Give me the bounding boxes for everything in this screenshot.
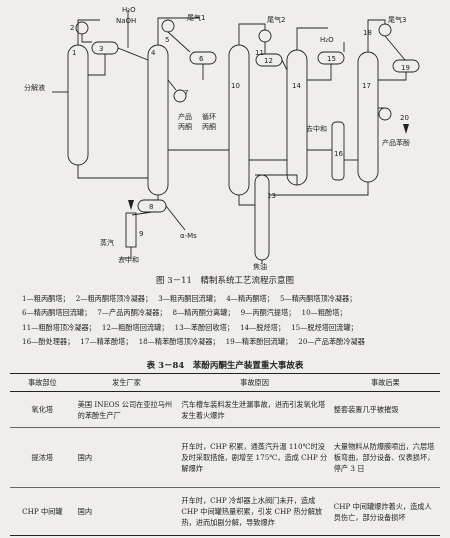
label-5: 5 xyxy=(165,36,169,44)
stripper-9 xyxy=(125,212,137,248)
cell-location: 氧化塔 xyxy=(31,405,54,414)
label-20: 20 xyxy=(400,114,409,122)
label-recycle-acetone: 循环 xyxy=(202,112,216,121)
column-10 xyxy=(228,44,250,196)
cell-company: 国内 xyxy=(77,453,93,462)
legend-item: 7—产品丙酮冷凝器； xyxy=(97,308,167,318)
condenser-18 xyxy=(378,23,392,37)
legend-item: 13—苯酚回收塔； xyxy=(174,322,234,332)
header-consequence: 事故后果 xyxy=(370,378,400,387)
legend-item: 17—精苯酚塔； xyxy=(80,337,133,347)
column-14 xyxy=(286,49,308,186)
legend-item: 6—精丙酮塔回流罐； xyxy=(22,308,92,318)
drum-3 xyxy=(91,41,119,55)
legend-item: 10—粗酚塔； xyxy=(301,308,347,318)
label-1: 1 xyxy=(72,49,76,57)
figure-caption: 图 3－11 精制系统工艺流程示意图 xyxy=(156,276,294,286)
label-14: 14 xyxy=(292,82,301,90)
label-7: 7 xyxy=(184,89,188,97)
cell-cause: 开车时，CHP 冷却器上水阀门未开，造成 CHP 中间罐热量积累，引发 CHP … xyxy=(181,496,323,527)
table-row: 提浓塔 国内 开车时，CHP 积累，通蒸汽升温 110℃时没及时采取措施，剧增至… xyxy=(10,428,440,488)
label-2: 2 xyxy=(70,24,74,32)
legend-item: 14—脱烃塔； xyxy=(239,322,286,332)
label-vent1: 尾气1 xyxy=(187,13,205,22)
process-flow-diagram: 2 3 1 4 5 6 7 8 9 10 11 12 13 14 15 16 1… xyxy=(24,6,420,270)
label-product-acetone: 产品 xyxy=(178,112,192,121)
cell-company: 国内 xyxy=(77,507,93,516)
legend-item: 12—粗酚塔回流罐； xyxy=(101,322,169,332)
label-4: 4 xyxy=(151,49,156,57)
cell-consequence: 整套装置几乎被摧毁 xyxy=(333,405,399,414)
column-4 xyxy=(147,44,169,196)
table-title: 表 3－84 苯酚丙酮生产装置重大事故表 xyxy=(146,361,304,371)
cell-cause: 开车时，CHP 积累，通蒸汽升温 110℃时没及时采取措施，剧增至 175℃，造… xyxy=(181,442,328,473)
label-vent3: 尾气3 xyxy=(388,15,406,24)
cell-company: 美国 INEOS 公司在亚拉马州的苯酚生产厂 xyxy=(77,399,173,420)
legend-item: 2—粗丙酮塔顶冷凝器； xyxy=(75,294,153,303)
label-15: 15 xyxy=(327,55,336,63)
label-product-acetone-2: 丙酮 xyxy=(178,123,192,131)
cell-consequence: 大量物料从防爆膜喷出，六层塔板弯曲，部分设备、仪表损坏，停产 3 日 xyxy=(333,442,435,473)
label-17: 17 xyxy=(362,82,371,90)
legend-item: 16—酚处理器； xyxy=(22,337,75,347)
label-recycle-acetone-2: 丙酮 xyxy=(202,123,216,131)
legend-item: 5—精丙酮塔顶冷凝器； xyxy=(279,294,357,303)
accident-table: 事故部位 发生厂家 事故原因 事故后果 氧化塔 美国 INEOS 公司在亚拉马州… xyxy=(10,373,440,536)
label-16: 16 xyxy=(334,150,343,158)
cell-consequence: CHP 中间罐爆炸着火，造成人员伤亡，部分设备损坏 xyxy=(333,501,432,522)
table-row: 氧化塔 美国 INEOS 公司在亚拉马州的苯酚生产厂 汽车槽车装料发生泄漏事故，… xyxy=(10,392,440,428)
column-13 xyxy=(254,174,270,261)
label-9: 9 xyxy=(139,230,143,238)
label-10: 10 xyxy=(231,82,240,90)
cell-location: CHP 中间罐 xyxy=(22,507,63,516)
column-1 xyxy=(67,44,89,166)
label-ams: α-Ms xyxy=(180,232,197,240)
label-feed: 分解液 xyxy=(24,83,45,92)
legend-item: 1—粗丙酮塔； xyxy=(22,294,70,303)
cell-cause: 汽车槽车装料发生泄漏事故，进而引发氧化塔发生着火爆炸 xyxy=(181,399,326,420)
label-8: 8 xyxy=(149,203,153,211)
label-3: 3 xyxy=(99,45,103,53)
label-neutralize-mid: 去中和 xyxy=(306,124,327,133)
legend-item: 8—精丙酮分离罐； xyxy=(172,308,235,318)
header-company: 发生厂家 xyxy=(112,378,141,387)
condenser-11 xyxy=(258,29,272,43)
cell-location: 提浓塔 xyxy=(31,453,54,462)
header-location: 事故部位 xyxy=(27,378,57,387)
label-13: 13 xyxy=(267,192,276,200)
label-neutralize-bottom: 去中和 xyxy=(118,255,139,264)
column-17 xyxy=(357,51,379,183)
legend-item: 20—产品苯酚冷凝器 xyxy=(298,337,365,347)
condenser-5 xyxy=(161,19,175,33)
legend-item: 9—丙酮汽提塔； xyxy=(240,308,296,318)
label-18: 18 xyxy=(363,29,372,37)
figure-legend: 1—粗丙酮塔； 2—粗丙酮塔顶冷凝器； 3—粗丙酮回流罐； 4—精丙酮塔； 5—精丙酮塔… xyxy=(22,292,440,350)
label-6: 6 xyxy=(199,55,204,63)
table-header-row: 事故部位 发生厂家 事故原因 事故后果 xyxy=(10,373,440,392)
legend-item: 4—精丙酮塔； xyxy=(226,294,274,303)
label-tar: 焦油 xyxy=(253,262,267,270)
label-12: 12 xyxy=(264,57,273,65)
label-vent2: 尾气2 xyxy=(267,15,285,24)
table-row: CHP 中间罐 国内 开车时，CHP 冷却器上水阀门未开，造成 CHP 中间罐热… xyxy=(10,488,440,536)
label-h2o: H₂O xyxy=(122,6,136,14)
condenser-20 xyxy=(378,107,392,121)
legend-item: 11—粗酚塔顶冷凝器； xyxy=(22,322,96,332)
legend-item: 15—脱烃塔回流罐； xyxy=(291,322,358,332)
label-product-phenol: 产品苯酚 xyxy=(382,138,410,147)
label-steam: 蒸汽 xyxy=(100,238,114,247)
header-cause: 事故原因 xyxy=(240,378,269,387)
legend-item: 3—粗丙酮回流罐； xyxy=(158,294,221,303)
condenser-7 xyxy=(173,89,187,103)
label-11: 11 xyxy=(255,49,264,57)
legend-item: 19—精苯酚回流罐； xyxy=(225,337,293,347)
label-naoh: NaOH xyxy=(116,17,136,25)
label-19: 19 xyxy=(401,64,410,72)
label-h2o-right: H₂O xyxy=(320,36,334,44)
legend-item: 18—精苯酚塔顶冷凝器； xyxy=(138,337,220,347)
vessel-16 xyxy=(331,121,345,181)
